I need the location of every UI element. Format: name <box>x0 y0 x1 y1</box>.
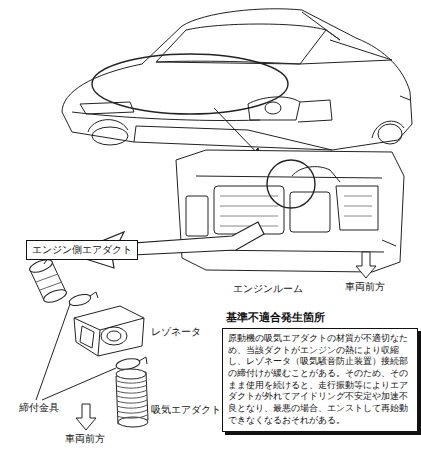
part-label: レゾネータ <box>150 326 202 338</box>
note-body: 原動機の吸気エアダクトの材質が不適切なため、当該ダクトがエンジンの熱により収縮し… <box>222 328 418 432</box>
part-name: エンジン側エアダクト <box>32 243 132 257</box>
engine-side-duct <box>28 257 68 305</box>
part-label: 締付金具 <box>18 402 60 414</box>
clamp <box>68 292 98 308</box>
part-label: 吸気エアダクト <box>150 404 222 416</box>
car-drawing <box>62 9 412 150</box>
note-box: 基準不適合発生箇所原動機の吸気エアダクトの材質が不適切なため、当該ダクトがエンジ… <box>222 310 418 432</box>
forward-arrow <box>356 252 376 278</box>
part-label-box: エンジン側エアダクト <box>26 240 138 260</box>
resonator <box>74 306 144 356</box>
forward-arrow <box>76 404 96 430</box>
part-label: 車両前方 <box>344 281 386 293</box>
note-heading: 基準不適合発生箇所 <box>226 310 418 325</box>
part-label: エンジンルーム <box>232 283 304 295</box>
part-label: 車両前方 <box>64 433 106 445</box>
intake-air-duct <box>116 369 148 427</box>
leader-line <box>36 304 116 400</box>
